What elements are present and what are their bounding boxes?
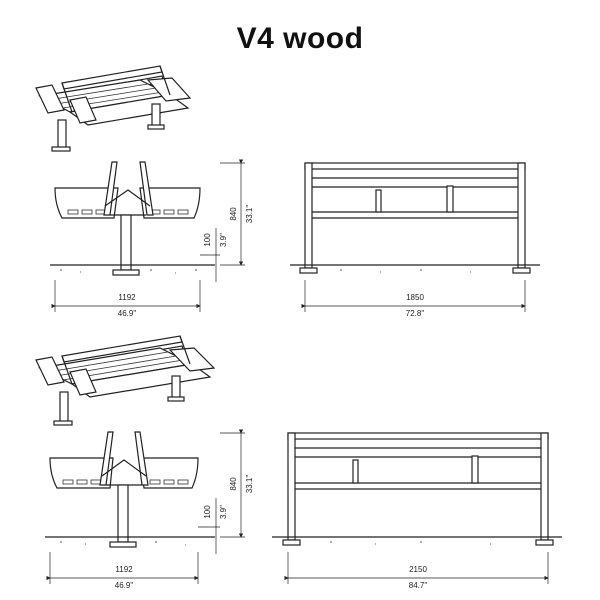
side-width-mm-1: 1192 xyxy=(118,293,136,302)
length-in-2: 84.7" xyxy=(409,581,428,590)
side-width-in-2: 46.9" xyxy=(115,581,134,590)
isometric-view-1 xyxy=(35,65,192,152)
height-mm-1: 840 xyxy=(229,207,238,221)
front-view-2 xyxy=(272,432,562,584)
side-width-in-1: 46.9" xyxy=(118,309,137,318)
height-in-1: 33.1" xyxy=(245,205,254,224)
side-view-1 xyxy=(50,159,245,312)
length-in-1: 72.8" xyxy=(406,309,425,318)
length-mm-2: 2150 xyxy=(409,565,427,574)
clearance-in-1: 3.9" xyxy=(219,233,228,247)
clearance-mm-1: 100 xyxy=(203,233,212,247)
height-in-2: 33.1" xyxy=(245,475,254,494)
isometric-view-2 xyxy=(35,335,216,426)
length-mm-1: 1850 xyxy=(406,293,424,302)
front-view-1 xyxy=(290,162,540,312)
side-width-mm-2: 1192 xyxy=(115,565,133,574)
clearance-mm-2: 100 xyxy=(203,505,212,519)
clearance-in-2: 3.9" xyxy=(219,505,228,519)
side-view-2 xyxy=(45,429,245,584)
height-mm-2: 840 xyxy=(229,477,238,491)
page-title: V4 wood xyxy=(236,22,364,55)
